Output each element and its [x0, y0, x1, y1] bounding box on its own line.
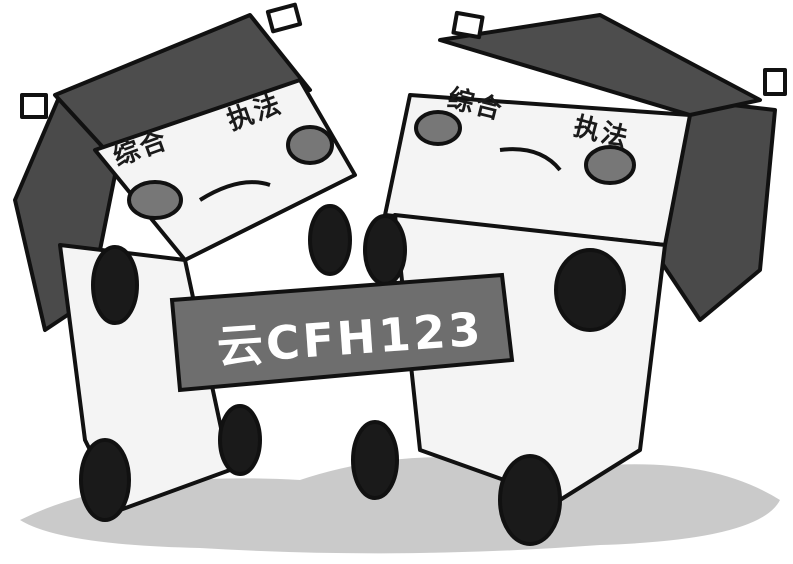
- right-truck-wheel-2: [554, 248, 626, 332]
- left-truck-wheel-3: [308, 204, 352, 276]
- left-truck-wheel-2: [79, 438, 131, 522]
- right-truck-roof: [438, 13, 762, 117]
- right-truck-wheel-3: [351, 420, 399, 500]
- left-truck-roof: [53, 13, 312, 157]
- left-truck-handle-back: [20, 93, 48, 119]
- left-truck-wheel-4: [218, 404, 262, 476]
- left-truck: [13, 2, 357, 522]
- right-truck-mouth: [499, 147, 562, 172]
- left-truck-wheel-1: [91, 245, 139, 325]
- right-truck-eye-left: [414, 110, 462, 146]
- left-truck-eye-left: [127, 180, 183, 220]
- left-truck-handle: [265, 2, 303, 34]
- right-truck-handle-back: [763, 68, 787, 96]
- left-truck-mouth: [198, 180, 271, 202]
- right-truck-handle: [451, 10, 485, 40]
- right-truck-wheel-1: [363, 214, 407, 286]
- right-truck-wheel-4: [498, 454, 562, 546]
- license-plate: [169, 272, 515, 393]
- right-truck: [351, 10, 787, 546]
- left-truck-eye-right: [286, 125, 334, 165]
- right-truck-eye-right: [584, 145, 636, 185]
